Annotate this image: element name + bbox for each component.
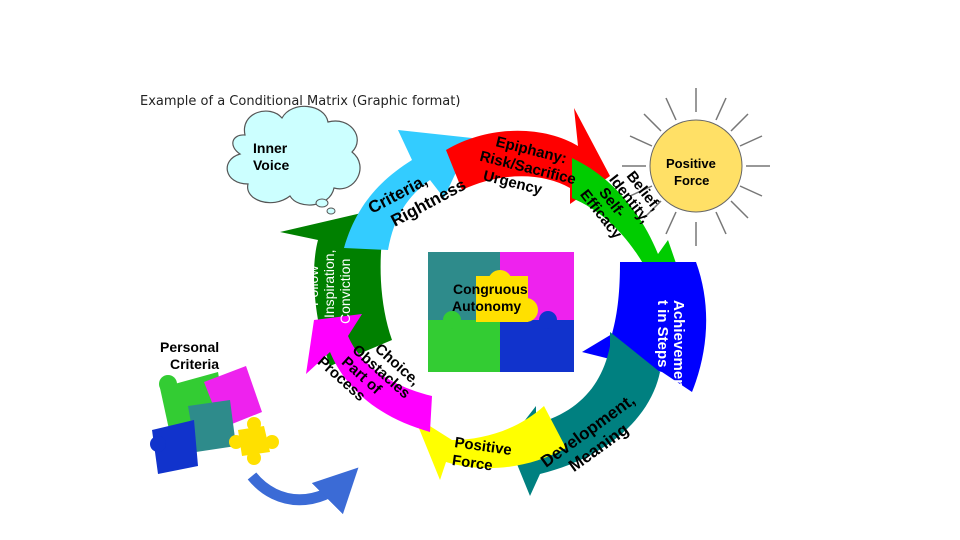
scattered-puzzle-pieces [150,366,279,474]
puzzle-piece [247,417,261,431]
svg-text:FollowInspiration,Conviction: FollowInspiration,Conviction [305,250,353,324]
puzzle-piece [247,451,261,465]
sun-icon [622,88,770,246]
puzzle-piece [428,320,502,372]
puzzle-piece [500,320,574,372]
criteria-rightness-segment [344,130,472,250]
thought-bubble [226,105,361,215]
puzzle-piece [159,375,177,393]
center-puzzle [428,252,574,372]
puzzle-piece [238,426,270,456]
svg-text:Epiphany:Risk/SacrificeUrgency: Epiphany:Risk/SacrificeUrgency [474,130,582,205]
positive-force-segment [414,406,566,480]
puzzle-piece [476,276,528,322]
puzzle-piece [539,311,557,329]
center-label: Congruous [453,281,528,297]
follow-label: Follow [305,265,321,306]
svg-text:Belief,Identity,Self-Efficacy: Belief,Identity,Self-Efficacy [576,157,666,246]
puzzle-piece [188,400,236,452]
puzzle-piece [152,420,198,474]
puzzle-piece [265,435,279,449]
puzzle-piece [229,435,243,449]
achievement-label: Achievemen [670,300,687,388]
svg-text:PositiveForce: PositiveForce [666,156,716,188]
inner-voice-label: Inner [253,140,288,156]
diagram-caption: Example of a Conditional Matrix (Graphic… [140,94,461,109]
svg-text:PositiveForce: PositiveForce [451,434,513,477]
sun-positive-force-label: Positive [666,156,716,171]
epiphany-segment [446,108,610,204]
personal-criteria-label: Personal [160,339,219,355]
svg-text:Achievement in Steps: Achievement in Steps [654,300,687,388]
puzzle-piece [443,311,461,329]
choice-obstacles-segment [306,314,432,432]
puzzle-piece [150,436,166,452]
curved-arrow-icon [247,467,359,515]
